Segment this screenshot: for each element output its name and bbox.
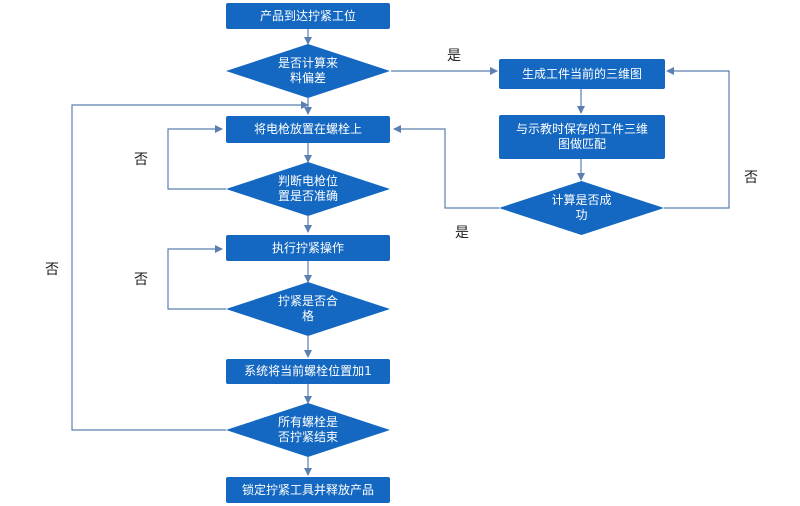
node-release: 锁定拧紧工具并释放产品 xyxy=(226,477,390,503)
node-match: 与示教时保存的工件三维图做匹配 xyxy=(499,115,665,159)
edge-success-yes-to-place xyxy=(393,125,499,209)
label-no-tight: 否 xyxy=(134,272,148,288)
node-arrive-text: 产品到达拧紧工位 xyxy=(259,8,356,23)
label-yes-bottom: 是 xyxy=(455,225,469,241)
node-judge-position-text: 判断电枪位置是否准确 xyxy=(277,174,338,203)
label-no-left: 否 xyxy=(45,262,59,278)
node-match-text: 与示教时保存的工件三维图做匹配 xyxy=(515,122,648,151)
node-release-text: 锁定拧紧工具并释放产品 xyxy=(241,482,374,497)
label-no-position: 否 xyxy=(134,152,148,168)
label-yes-top: 是 xyxy=(447,48,461,64)
node-place-gun: 将电枪放置在螺栓上 xyxy=(226,116,390,143)
node-execute-text: 执行拧紧操作 xyxy=(271,240,344,255)
node-record-text: 系统将当前螺栓位置加1 xyxy=(244,364,372,378)
edge-alldone-no-loop xyxy=(71,101,309,431)
edge-success-no-loop xyxy=(664,67,730,209)
node-gen-3d: 生成工件当前的三维图 xyxy=(499,59,665,89)
node-arrive: 产品到达拧紧工位 xyxy=(226,3,390,29)
node-tight-ok-text: 拧紧是否合格 xyxy=(277,294,338,323)
node-record: 系统将当前螺栓位置加1 xyxy=(226,359,390,384)
node-calc-success-text: 计算是否成功 xyxy=(551,193,612,222)
node-execute: 执行拧紧操作 xyxy=(226,235,390,261)
label-no-right: 否 xyxy=(744,170,758,186)
node-gen-3d-text: 生成工件当前的三维图 xyxy=(521,66,642,81)
node-all-done-text: 所有螺栓是否拧紧结束 xyxy=(277,415,338,444)
node-calc-offset-text: 是否计算来料偏差 xyxy=(277,56,338,85)
edge-judge-no-loop xyxy=(167,125,226,190)
edge-tight-no-loop xyxy=(167,245,226,310)
node-place-gun-text: 将电枪放置在螺栓上 xyxy=(253,122,362,136)
